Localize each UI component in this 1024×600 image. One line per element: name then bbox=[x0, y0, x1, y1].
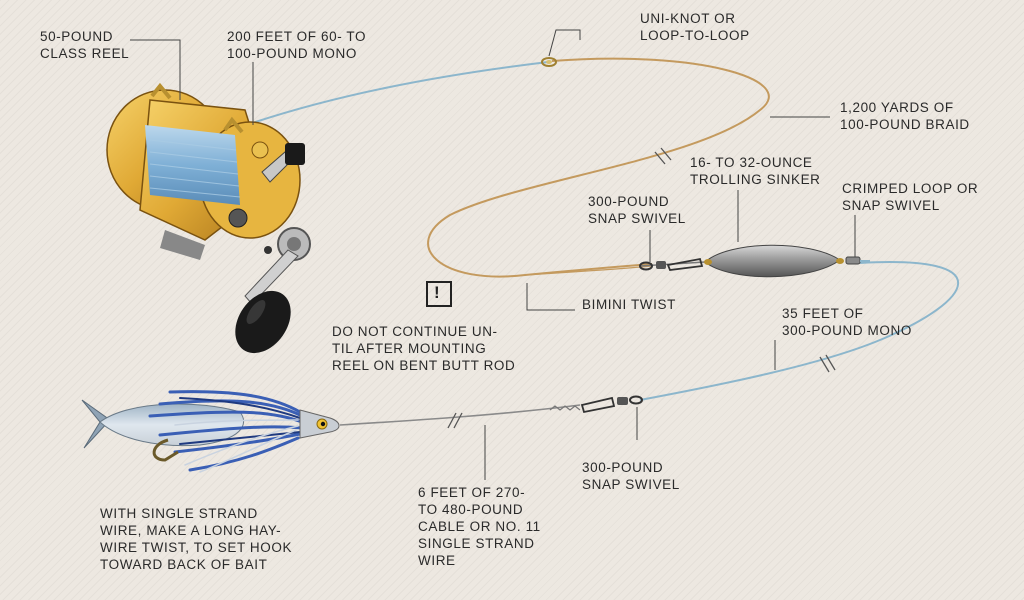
lower-snap-swivel-icon bbox=[580, 395, 643, 414]
uni-knot-icon bbox=[541, 57, 557, 67]
mono-200-label: 200 FEET OF 60- TO 100-POUND MONO bbox=[227, 29, 367, 61]
haywire-label: WITH SINGLE STRAND WIRE, MAKE A LONG HAY… bbox=[100, 506, 293, 572]
warning-label: DO NOT CONTINUE UN- TIL AFTER MOUNTING R… bbox=[332, 324, 516, 373]
upper-snap-swivel-icon bbox=[639, 257, 706, 271]
trolling-sinker-icon bbox=[704, 244, 844, 278]
bait-lure-icon bbox=[81, 390, 340, 473]
upper-snap-swivel-label: 300-POUND SNAP SWIVEL bbox=[588, 194, 686, 226]
reel-label: 50-POUND CLASS REEL bbox=[40, 29, 130, 61]
crimped-loop-label: CRIMPED LOOP OR SNAP SWIVEL bbox=[842, 181, 979, 213]
leader-lines bbox=[130, 29, 856, 480]
lower-snap-swivel-label: 300-POUND SNAP SWIVEL bbox=[582, 460, 680, 492]
warning-icon-glyph: ! bbox=[434, 283, 441, 302]
mono-35-label: 35 FEET OF 300-POUND MONO bbox=[782, 306, 912, 338]
fishing-reel-icon bbox=[106, 82, 311, 354]
cable-line bbox=[339, 404, 581, 426]
crimp-icon bbox=[845, 256, 870, 265]
sinker-label: 16- TO 32-OUNCE TROLLING SINKER bbox=[690, 155, 821, 187]
mono-line-35ft bbox=[639, 261, 960, 401]
mono-line-200ft bbox=[231, 61, 549, 131]
warning-icon bbox=[426, 281, 452, 307]
bimini-twist-label: BIMINI TWIST bbox=[582, 297, 676, 312]
braid-label: 1,200 YARDS OF 100-POUND BRAID bbox=[840, 100, 970, 132]
uni-knot-label: UNI-KNOT OR LOOP-TO-LOOP bbox=[640, 11, 750, 43]
cable-label: 6 FEET OF 270- TO 480-POUND CABLE OR NO.… bbox=[418, 485, 541, 568]
